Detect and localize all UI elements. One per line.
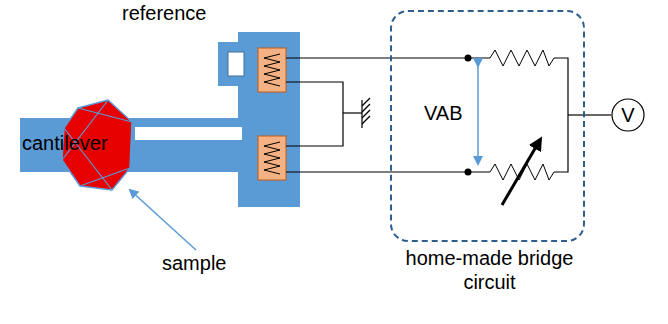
ground-symbol [362,98,370,128]
wire [585,114,611,115]
meter-symbol: V [621,103,634,127]
leader-line [130,190,196,250]
part-label: reference [122,2,207,25]
coil-winding [264,142,280,174]
signal-name: VAB [424,102,463,125]
reference-notch [228,52,244,76]
node-dot [465,169,472,176]
variable-arrow [502,140,540,205]
resistor-symbol [490,50,554,66]
node-dot [465,55,472,62]
wires [286,58,585,172]
circuit-caption: home-made bridge circuit [387,246,592,294]
part-label: cantilever [22,132,108,155]
bridge-box: home-made bridge circuit [390,10,585,242]
voltmeter-circle: V [611,98,645,132]
part-label: sample [162,252,226,275]
resistor-windings [264,54,280,174]
reference-tab [218,42,244,86]
voltage-arrow [477,66,479,164]
coil-winding [264,54,280,86]
cantilever-slot [135,127,242,140]
piezoresistor [258,48,286,92]
piezoresistor [258,136,286,180]
